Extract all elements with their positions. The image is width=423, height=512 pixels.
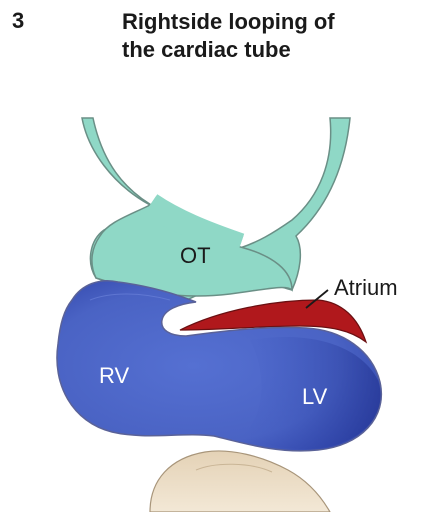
lower-tissue bbox=[150, 451, 330, 512]
label-lv: LV bbox=[302, 384, 328, 409]
label-ot: OT bbox=[180, 243, 211, 268]
label-rv: RV bbox=[99, 363, 129, 388]
outflow-tract bbox=[82, 118, 350, 305]
label-atrium: Atrium bbox=[334, 275, 398, 300]
